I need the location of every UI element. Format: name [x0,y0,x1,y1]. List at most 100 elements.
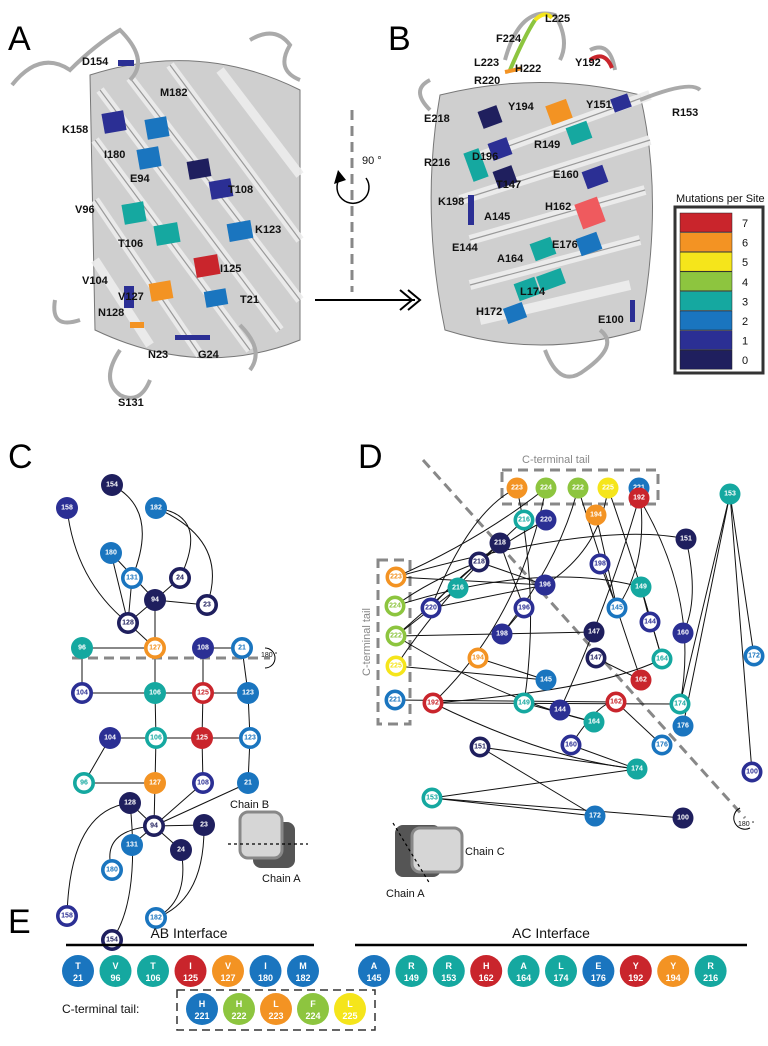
label-Y192: Y192 [575,57,601,69]
label-K198: K198 [438,196,464,208]
panel_d-node-label: 196 [518,605,530,612]
residue-badge-145: A145 [358,955,390,987]
panel_d-node-149: 149 [630,576,652,598]
legend-title: Mutations per Site [676,193,765,205]
panel_d-node-160: 160 [560,734,582,756]
legend-swatch-4 [679,271,733,292]
label-T147: T147 [496,179,521,191]
panel_c-node-158: 158 [55,904,78,927]
panel-d-edge [432,702,638,770]
residue-number: 224 [305,1011,320,1021]
panel_c-node-123: 123 [239,726,262,749]
residue-number: 21 [73,973,83,983]
panel_d-node-label: 164 [656,656,668,663]
residue-number: 106 [145,973,160,983]
residue-badge-164: A164 [507,955,540,987]
panel_d-node-176: 176 [651,734,673,756]
panel_c-node-128: 128 [119,792,141,814]
panel-c-edge [111,802,134,941]
residue-number: 223 [268,1011,283,1021]
residue-aa: M [299,961,307,971]
panel-d-edge [430,584,546,609]
panel_c-node-label: 94 [151,597,159,604]
panel_d-node-label: 160 [677,630,689,637]
panel_d-node-194: 194 [585,504,607,526]
residue-number: 162 [479,973,494,983]
residue-number: 174 [553,973,568,983]
panel_d-node-222: 222 [567,477,589,499]
panel_c-node-104: 104 [71,681,94,704]
panel-d-edge [682,493,731,727]
panel-c-edge [155,507,192,579]
panel_d-node-label: 100 [677,815,689,822]
panel_d-node-198: 198 [589,553,611,575]
residue-number: 153 [441,973,456,983]
panel_d-node-162: 162 [630,669,652,691]
label-N23: N23 [148,349,168,361]
legend-level-4: 4 [742,277,748,289]
panel-d-edge [431,797,684,819]
panel-d-edge [638,497,686,705]
panel_d-node-147: 147 [585,647,607,669]
panel_c-node-104: 104 [99,727,121,749]
panel-d-flip-axis [421,458,747,820]
legend-swatch-6 [679,232,733,252]
residue-number: 145 [366,973,381,983]
panel-d-edge [431,768,638,799]
panel-d-edge [679,493,731,705]
label-Y151: Y151 [586,99,612,111]
residue-badge-223: L223 [260,993,292,1025]
panel_d-node-label: 224 [540,485,552,492]
label-H162: H162 [545,201,571,213]
tail-left-label: C-terminal tail [361,608,373,676]
panel_d-node-label: 194 [472,655,484,662]
panel-c-edge [111,484,143,579]
panel_d-node-196: 196 [513,597,535,619]
panel_c-node-180: 180 [100,542,122,564]
label-S131: S131 [118,397,144,409]
residue-aa: L [347,999,353,1009]
residue-badge-180: I180 [249,955,282,987]
panel_d-node-label: 160 [565,742,577,749]
panel-c-edge [155,824,205,919]
residue-aa: R [408,961,415,971]
panel_c-node-label: 125 [197,690,209,697]
panel_c-node-label: 158 [61,913,73,920]
panel_d-node-151: 151 [675,528,697,550]
panel_d-node-label: 162 [610,699,622,706]
label-T108: T108 [228,184,253,196]
panel_c-node-label: 154 [106,937,118,944]
panel_d-node-label: 144 [644,619,656,626]
panel_d-node-label: 145 [611,605,623,612]
panel_d-node-label: 218 [473,559,485,566]
panel_c-node-label: 96 [80,780,88,787]
label-H172: H172 [476,306,502,318]
panel-b-labels: L225 F224 L223 H222 Y192 R220 Y194 Y151 … [424,13,698,326]
rotation-indicator: 90 ° [315,110,422,311]
panel_d-node-label: 192 [633,495,645,502]
panel-c-edge [66,507,129,624]
panel-d-edge [430,487,518,609]
panel_d-node-145: 145 [606,597,628,619]
panel_d-node-label: 225 [602,485,614,492]
legend-level-7: 7 [742,218,748,230]
panel-d-edge [395,487,547,578]
panel_c-node-24: 24 [170,839,192,861]
panel_d-node-label: 221 [389,697,401,704]
panel_c-node-label: 96 [78,645,86,652]
residue-number: 194 [666,973,681,983]
residue-aa: I [264,961,267,971]
panel_c-node-label: 123 [244,735,256,742]
residue-aa: A [520,961,527,971]
panel-a-labels: D154 M182 K158 I180 E94 T108 V96 K123 T1… [62,56,281,409]
chain-c-label: Chain C [465,846,505,858]
panel-d-edge [729,493,753,773]
panel-d-edge [478,561,546,586]
residue-badge-21: T21 [62,955,94,987]
panel_d-node-label: 144 [554,707,566,714]
residue-aa: E [595,961,601,971]
panel_c-node-96: 96 [71,637,93,659]
panel_c-node-128: 128 [117,611,140,634]
